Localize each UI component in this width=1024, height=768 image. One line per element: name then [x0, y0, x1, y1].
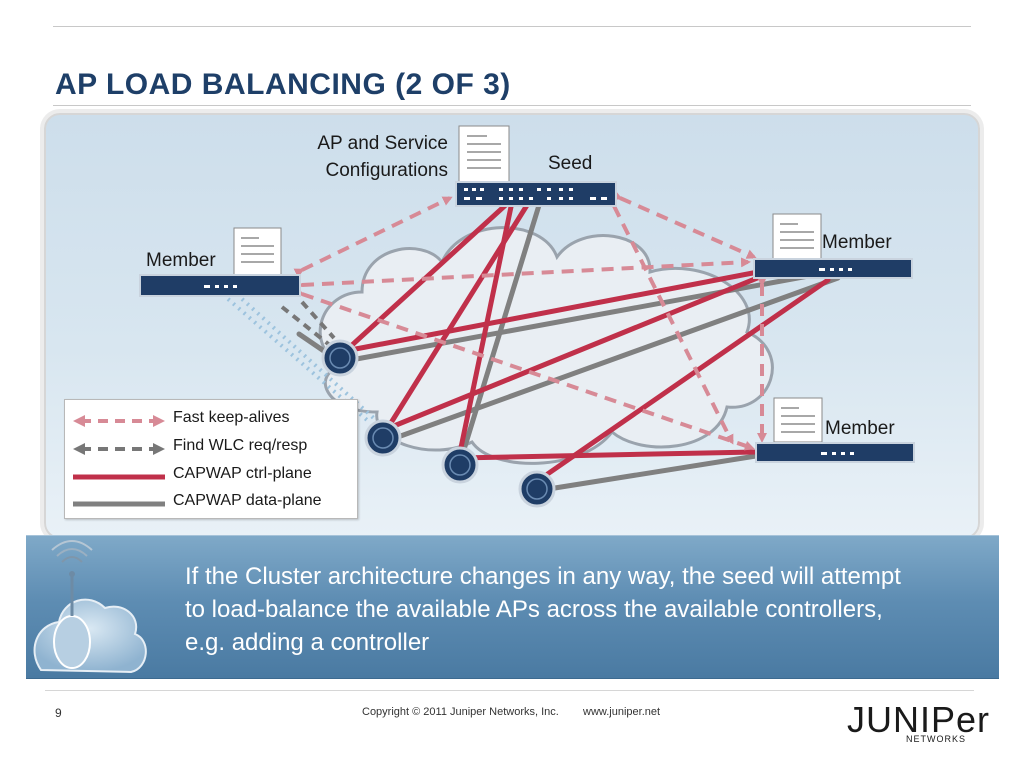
member-right-bottom-controller [755, 442, 915, 463]
member-left-document-icon [233, 227, 282, 277]
legend-item-data-plane: CAPWAP data-plane [71, 491, 351, 517]
ctrl-link [455, 449, 759, 461]
wireless-cloud-icon [33, 540, 147, 674]
callout-band [26, 535, 999, 679]
website-link[interactable]: www.juniper.net [583, 706, 661, 718]
seed-label: Seed [548, 153, 593, 174]
legend-item-find-wlc: Find WLC req/resp [71, 436, 351, 462]
ctrl-plane-swatch [73, 474, 165, 480]
legend-label: Fast keep-alives [173, 409, 290, 426]
data-plane-swatch [73, 501, 165, 507]
access-point-icon [518, 470, 556, 508]
legend: Fast keep-alives Find WLC req/resp CAPWA… [64, 399, 358, 519]
member-right-top-label: Member [822, 232, 892, 253]
legend-label: Find WLC req/resp [173, 437, 308, 454]
title-rule [53, 105, 971, 106]
top-rule [53, 26, 971, 27]
access-point-icon [364, 419, 402, 457]
page-number: 9 [55, 706, 62, 720]
keepalive-swatch [73, 415, 165, 427]
legend-item-keepalive: Fast keep-alives [71, 408, 351, 434]
member-right-bottom-label: Member [825, 418, 895, 439]
juniper-logo: JUNIPer [847, 699, 991, 740]
diagram-panel [44, 113, 980, 539]
config-document-icon [458, 125, 510, 185]
ap-config-label-line1: AP and Service [317, 133, 448, 154]
member-left-controller [139, 274, 301, 297]
slide-title: AP LOAD BALANCING (2 OF 3) [55, 68, 511, 101]
callout-text: If the Cluster architecture changes in a… [185, 563, 901, 656]
member-right-top-document-icon [772, 213, 822, 261]
seed-controller [455, 181, 617, 207]
member-right-bottom-document-icon [773, 397, 823, 443]
keepalive-link [606, 197, 734, 445]
access-point-icon [441, 446, 479, 484]
keepalive-links [293, 190, 767, 451]
ap-config-label-line2: Configurations [325, 160, 448, 181]
footer-rule [45, 690, 974, 691]
legend-label: CAPWAP data-plane [173, 492, 322, 509]
member-left-label: Member [146, 250, 216, 271]
juniper-logo-subtitle: NETWORKS [906, 734, 967, 744]
legend-item-ctrl-plane: CAPWAP ctrl-plane [71, 464, 351, 490]
keepalive-link [294, 257, 751, 291]
member-right-top-controller [753, 258, 913, 279]
data-link [533, 453, 759, 494]
ap-config-label: AP and Service Configurations [270, 130, 448, 184]
access-point-icon [321, 339, 359, 377]
network-diagram [139, 125, 915, 508]
find-wlc-swatch [73, 443, 165, 455]
copyright-text: Copyright © 2011 Juniper Networks, Inc. [362, 706, 559, 718]
legend-label: CAPWAP ctrl-plane [173, 465, 312, 482]
